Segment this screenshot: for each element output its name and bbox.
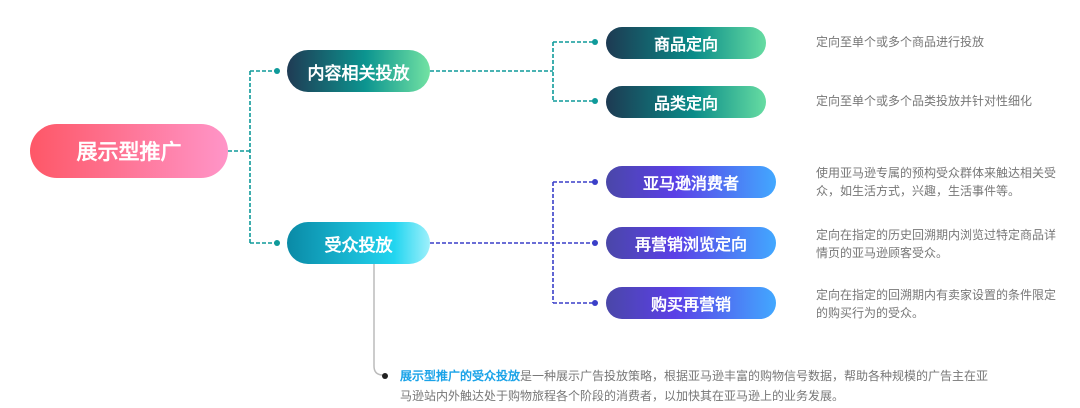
audience-connector [430,181,594,304]
note-highlight: 展示型推广的受众投放 [400,369,521,383]
branch-content-targeting: 内容相关投放 [287,50,430,92]
leaf-views-remarketing: 再营销浏览定向 [606,227,776,259]
note-connector [373,264,384,376]
leaf-description: 定向至单个或多个商品进行投放 [816,35,985,49]
root-connector [228,70,276,244]
leaf-description: 定向在指定的历史回溯期内浏览过特定商品详情页的亚马逊顾客受众。 [816,228,1057,260]
leaf-description: 定向在指定的回溯期内有卖家设置的条件限定的购买行为的受众。 [816,288,1057,320]
branch-audience-targeting: 受众投放 [287,222,430,264]
content-connector [430,41,594,102]
leaf-amazon-consumers: 亚马逊消费者 [606,166,776,198]
leaf-purchase-remarketing: 购买再营销 [606,287,776,319]
leaf-description: 使用亚马逊专属的预构受众群体来触达相关受众，如生活方式，兴趣，生活事件等。 [816,166,1057,198]
leaf-description: 定向至单个或多个品类投放并针对性细化 [816,94,1033,108]
note-text: 是一种展示广告投放策略，根据亚马逊丰富的购物信号数据，帮助各种规模的广告主在亚马… [400,369,989,403]
audience-note: 展示型推广的受众投放是一种展示广告投放策略，根据亚马逊丰富的购物信号数据，帮助各… [400,366,1000,406]
root-node: 展示型推广 [30,124,228,178]
leaf-category-targeting: 品类定向 [606,86,766,118]
leaf-product-targeting: 商品定向 [606,27,766,59]
